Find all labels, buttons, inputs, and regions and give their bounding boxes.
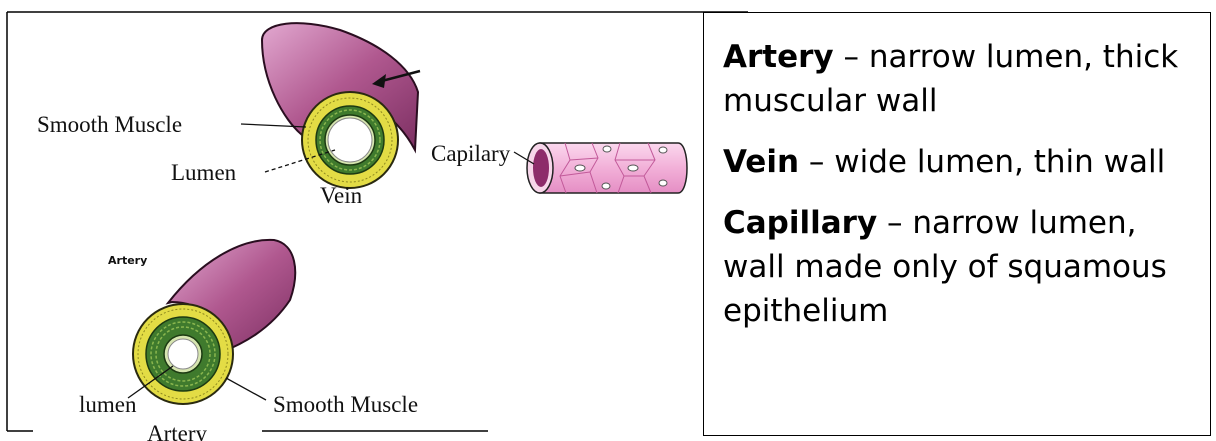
capillary-lumen (533, 149, 549, 187)
label-vein: Vein (320, 183, 363, 208)
label-smooth-muscle-bottom: Smooth Muscle (273, 392, 418, 417)
note-artery-term: Artery (723, 39, 834, 75)
label-lumen-bottom: lumen (79, 392, 137, 417)
note-vein: Vein – wide lumen, thin wall (723, 140, 1196, 184)
note-capillary-separator: – (877, 205, 912, 241)
note-artery-separator: – (834, 39, 869, 75)
label-artery-small: Artery (108, 254, 147, 267)
label-capilary: Capilary (431, 141, 511, 166)
artery-smooth-muscle-leader (226, 378, 266, 400)
artery-illustration: Artery lumen Smooth Muscle Artery (79, 240, 418, 441)
note-vein-description: wide lumen, thin wall (834, 144, 1165, 180)
note-capillary-term: Capillary (723, 205, 877, 241)
vein-illustration: Smooth Muscle Lumen Vein (37, 23, 420, 208)
note-artery: Artery – narrow lumen, thick muscular wa… (723, 35, 1196, 123)
vein-lumen (328, 118, 372, 162)
label-lumen-top: Lumen (171, 160, 237, 185)
label-smooth-muscle-top: Smooth Muscle (37, 112, 182, 137)
note-vein-separator: – (799, 144, 834, 180)
artery-lumen (168, 339, 198, 369)
capillary-illustration: Capilary (431, 141, 687, 193)
notes-box: Artery – narrow lumen, thick muscular wa… (703, 12, 1211, 436)
note-capillary: Capillary – narrow lumen, wall made only… (723, 201, 1196, 333)
note-vein-term: Vein (723, 144, 799, 180)
label-artery-bottom: Artery (147, 421, 208, 441)
